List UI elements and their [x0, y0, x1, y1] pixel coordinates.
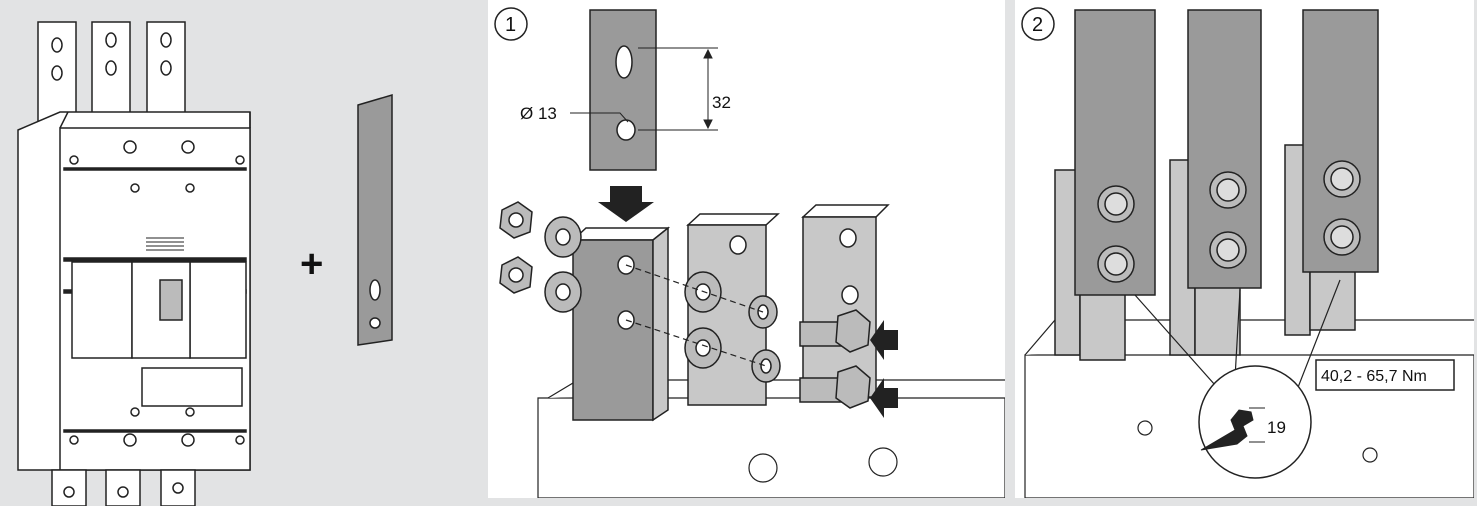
bottom-terminal-bars — [51, 469, 196, 506]
bolt-heads — [1097, 160, 1361, 283]
step-1-number: 1 — [505, 14, 516, 36]
left-arrow-upper — [870, 320, 898, 360]
vent-grille — [146, 237, 184, 251]
torque-box — [1315, 359, 1455, 391]
callout-lines — [1134, 279, 1341, 396]
top-terminal-bars — [37, 21, 186, 123]
dimension-lines — [570, 47, 718, 131]
step-1-badge — [494, 7, 528, 41]
step-1-illustration: 1 32 Ø 13 — [488, 0, 1005, 498]
step-1-panel: 1 32 Ø 13 — [488, 0, 1005, 498]
step-2-number: 2 — [1032, 14, 1043, 36]
plus-sign: + — [300, 242, 323, 286]
circuit-breaker — [17, 111, 251, 471]
overview-panel: + — [0, 0, 480, 506]
wrench-callout-circle — [1198, 365, 1312, 479]
hole-spacing-label: 32 — [712, 93, 731, 112]
step-2-panel: 2 — [1015, 0, 1474, 498]
step-2-illustration: 2 — [1015, 0, 1474, 498]
left-arrow-lower — [870, 378, 898, 418]
wrench-icon — [1200, 407, 1265, 451]
bolts — [799, 309, 871, 409]
slot-diameter-label: Ø 13 — [520, 104, 557, 123]
dashed-guides — [625, 264, 767, 367]
wrench-size-label: 19 — [1267, 418, 1286, 437]
connection-bar — [357, 93, 393, 346]
drilled-bar — [589, 9, 657, 171]
overview-illustration: + — [0, 0, 480, 506]
step-2-badge — [1021, 7, 1055, 41]
down-arrow — [598, 186, 654, 222]
torque-label: 40,2 - 65,7 Nm — [1321, 368, 1427, 385]
